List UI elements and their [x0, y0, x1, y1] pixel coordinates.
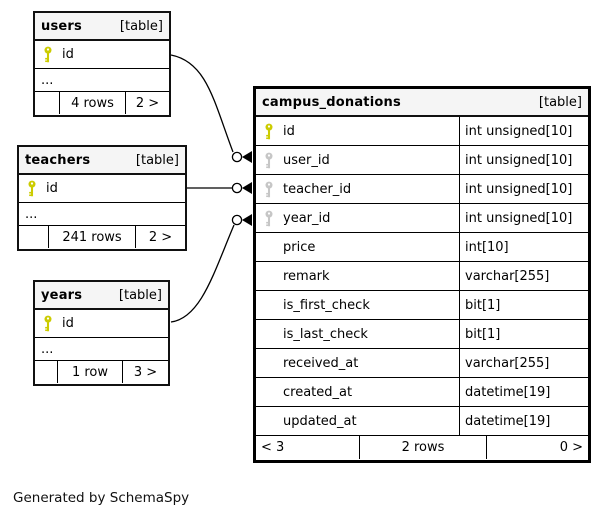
column-type: int unsigned[10] [459, 117, 588, 145]
column-type: varchar[255] [459, 349, 588, 377]
related-tables-count[interactable]: 2 > [135, 95, 160, 111]
column-type: int[10] [459, 233, 588, 261]
foreign-key-icon [264, 210, 275, 227]
child-tables-count[interactable]: 0 > [559, 440, 583, 455]
table-users-header[interactable]: users [table] [35, 13, 169, 41]
relationship-teachers-teacher-id [187, 182, 252, 194]
column-row-is-first-check: is_first_check bit[1] [256, 291, 588, 320]
ellipsis-row: ... [19, 203, 185, 226]
table-name: users [41, 18, 82, 34]
column-row-remark: remark varchar[255] [256, 262, 588, 291]
ellipsis-row: ... [35, 69, 169, 92]
column-name: year_id [283, 210, 331, 226]
related-tables-count[interactable]: 2 > [148, 229, 173, 245]
primary-key-icon [43, 315, 54, 332]
column-name: is_first_check [283, 297, 370, 313]
column-name: is_last_check [283, 326, 368, 342]
table-name: teachers [25, 152, 91, 168]
table-teachers[interactable]: teachers [table] id ... 241 rows 2 > [17, 145, 187, 251]
column-name: id [46, 181, 58, 196]
foreign-key-icon [264, 152, 275, 169]
column-row-id: id [35, 41, 169, 69]
column-name: id [62, 316, 74, 331]
column-name: received_at [283, 355, 359, 371]
footer-spacer-cell [35, 361, 58, 383]
table-years-header[interactable]: years [table] [35, 282, 168, 310]
table-teachers-header[interactable]: teachers [table] [19, 147, 185, 175]
table-name: years [41, 287, 83, 303]
row-count: 241 rows [49, 226, 136, 248]
column-name: id [283, 123, 295, 139]
table-users-footer: 4 rows 2 > [35, 92, 169, 114]
foreign-key-icon [264, 181, 275, 198]
table-badge: [table] [135, 152, 179, 168]
column-type: varchar[255] [459, 262, 588, 290]
row-count: 1 row [58, 361, 123, 383]
footer-spacer-cell [35, 92, 60, 114]
column-type: bit[1] [459, 291, 588, 319]
table-badge: [table] [119, 18, 163, 34]
column-type: int unsigned[10] [459, 175, 588, 203]
ellipsis-row: ... [35, 338, 168, 361]
row-count: 2 rows [360, 436, 487, 459]
column-name: created_at [283, 384, 353, 400]
column-type: int unsigned[10] [459, 146, 588, 174]
column-row-created-at: created_at datetime[19] [256, 378, 588, 407]
column-row-teacher-id: teacher_id int unsigned[10] [256, 175, 588, 204]
footer-spacer-cell [19, 226, 49, 248]
arrowhead-icon [242, 214, 252, 226]
table-users[interactable]: users [table] id ... 4 rows 2 > [33, 11, 171, 117]
column-row-user-id: user_id int unsigned[10] [256, 146, 588, 175]
arrowhead-icon [242, 151, 252, 163]
zero-or-one-circle [231, 182, 243, 194]
column-row-updated-at: updated_at datetime[19] [256, 407, 588, 436]
row-count: 4 rows [60, 92, 126, 114]
column-row-received-at: received_at varchar[255] [256, 349, 588, 378]
table-campus-donations-footer: < 3 2 rows 0 > [256, 436, 588, 459]
table-years-footer: 1 row 3 > [35, 361, 168, 383]
column-row-year-id: year_id int unsigned[10] [256, 204, 588, 233]
primary-key-icon [27, 180, 38, 197]
generated-by-note: Generated by SchemaSpy [13, 490, 190, 506]
table-teachers-footer: 241 rows 2 > [19, 226, 185, 248]
parent-tables-count[interactable]: < 3 [256, 436, 360, 459]
arrowhead-icon [242, 182, 252, 194]
primary-key-icon [264, 123, 275, 140]
zero-or-one-circle [231, 151, 243, 163]
column-name: teacher_id [283, 181, 352, 197]
related-tables-count[interactable]: 3 > [133, 364, 158, 380]
column-name: user_id [283, 152, 330, 168]
column-name: price [283, 239, 316, 255]
column-name: remark [283, 268, 330, 284]
primary-key-icon [43, 46, 54, 63]
column-row-id: id int unsigned[10] [256, 117, 588, 146]
table-badge: [table] [538, 94, 582, 110]
column-name: id [62, 47, 74, 62]
column-row-id: id [35, 310, 168, 338]
column-row-id: id [19, 175, 185, 203]
column-name: updated_at [283, 413, 357, 429]
table-name: campus_donations [262, 94, 401, 110]
table-campus-donations[interactable]: campus_donations [table] id int unsigned… [253, 86, 591, 463]
column-type: bit[1] [459, 320, 588, 348]
table-years[interactable]: years [table] id ... 1 row 3 > [33, 280, 170, 386]
table-badge: [table] [118, 287, 162, 303]
column-row-price: price int[10] [256, 233, 588, 262]
column-type: datetime[19] [459, 378, 588, 406]
column-type: int unsigned[10] [459, 204, 588, 232]
table-campus-donations-header[interactable]: campus_donations [table] [256, 89, 588, 117]
column-type: datetime[19] [459, 407, 588, 435]
zero-or-one-circle [231, 214, 243, 226]
column-row-is-last-check: is_last_check bit[1] [256, 320, 588, 349]
